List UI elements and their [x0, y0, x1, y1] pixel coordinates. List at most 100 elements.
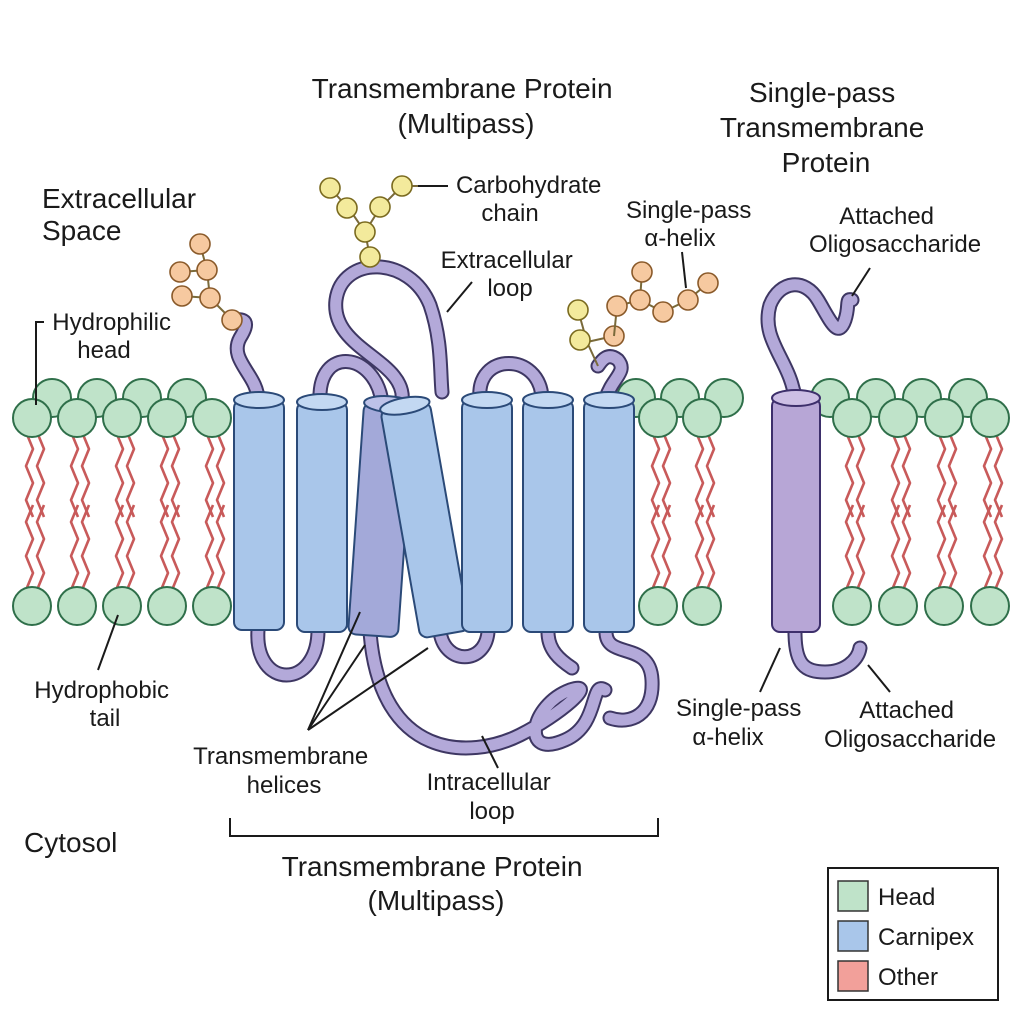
- title-top-line-1: Transmembrane Protein: [312, 73, 613, 104]
- extracellular-space-line-2: Space: [42, 215, 121, 246]
- single-pass-helix-top-line-2: α-helix: [644, 225, 715, 252]
- lipid-head: [12, 586, 52, 626]
- lipid-head: [57, 586, 97, 626]
- lipid-head: [147, 586, 187, 626]
- lipid-tail: [159, 431, 170, 518]
- lipid-tail: [650, 431, 661, 518]
- lipid-tail: [114, 431, 125, 518]
- lipid-tail: [159, 504, 170, 591]
- lipid-head: [57, 398, 97, 438]
- lipid-tail: [855, 431, 866, 518]
- lipid-head: [924, 586, 964, 626]
- lipid-tail: [694, 504, 705, 591]
- lipid-head: [682, 398, 722, 438]
- lipid-tail: [947, 504, 958, 591]
- carbohydrate-chains: [169, 175, 719, 367]
- hydrophilic-head-line-1: Hydrophilic: [52, 309, 171, 336]
- legend: Head Carnipex Other: [827, 867, 999, 1001]
- carbohydrate-chain-line-2: chain: [481, 200, 538, 227]
- lipid-tail: [982, 431, 993, 518]
- lipid-tail: [80, 504, 91, 591]
- lipid-head: [192, 586, 232, 626]
- legend-label-carnipex: Carnipex: [878, 924, 974, 951]
- carbohydrate-chain-right-orange: [606, 261, 719, 337]
- title-bottom-line-1: Transmembrane Protein: [282, 851, 583, 882]
- single-pass-helix-bottom-line-2: α-helix: [692, 724, 763, 751]
- lipid-tail: [204, 431, 215, 518]
- lipid-tail: [890, 504, 901, 591]
- attached-oligosaccharide-bottom-label: Attached Oligosaccharide: [824, 697, 996, 753]
- title-single-line-2: Transmembrane: [720, 112, 924, 143]
- title-top-line-2: (Multipass): [398, 108, 535, 139]
- lipid-tail: [69, 504, 80, 591]
- single-pass-helix-bottom-label: Single-pass α-helix: [676, 695, 808, 751]
- lipid-tail: [993, 504, 1004, 591]
- transmembrane-helices-label: Transmembrane helices: [193, 743, 375, 799]
- transmembrane-helices-line-2: helices: [247, 772, 322, 799]
- lipid-tail: [125, 431, 136, 518]
- lipid-tail: [844, 504, 855, 591]
- lipid-tail: [661, 504, 672, 591]
- helix-1: [233, 391, 285, 631]
- lipid-tail: [35, 504, 46, 591]
- extracellular-loop-line-1: Extracellular: [441, 247, 573, 274]
- lipid-tail: [24, 431, 35, 518]
- cytosol-label: Cytosol: [24, 827, 117, 858]
- lipid-tail: [901, 504, 912, 591]
- lipid-head: [878, 398, 918, 438]
- transmembrane-helices-line-1: Transmembrane: [193, 743, 368, 770]
- helix-7: [583, 391, 635, 633]
- title-bottom-line-2: (Multipass): [368, 885, 505, 916]
- lipid-head: [638, 586, 678, 626]
- text-labels: Transmembrane Protein (Multipass) Single…: [24, 73, 996, 916]
- extracellular-space-line-1: Extracellular: [42, 183, 196, 214]
- lipid-tail: [170, 431, 181, 518]
- lipid-tail: [114, 504, 125, 591]
- lipid-tail: [69, 431, 80, 518]
- legend-label-other: Other: [878, 964, 938, 991]
- legend-label-head: Head: [878, 884, 935, 911]
- carbohydrate-chain-left: [169, 233, 243, 331]
- lipid-tail: [844, 431, 855, 518]
- lipid-head: [12, 398, 52, 438]
- lipid-tail: [204, 504, 215, 591]
- title-single-line-3: Protein: [782, 147, 871, 178]
- legend-swatch-other: [837, 960, 869, 992]
- title-top: Transmembrane Protein (Multipass): [312, 73, 621, 139]
- attached-oligo-top-line-1: Attached: [839, 203, 934, 230]
- helix-6: [522, 391, 574, 633]
- lipid-head: [832, 398, 872, 438]
- lipid-head: [970, 586, 1010, 626]
- leader-lines: [35, 185, 891, 837]
- lipid-tail: [170, 504, 181, 591]
- lipid-tail: [993, 431, 1004, 518]
- single-pass-helix-top-line-1: Single-pass: [626, 197, 751, 224]
- polypeptide-chain: [224, 259, 868, 756]
- intracellular-loop-line-1: Intracellular: [427, 769, 551, 796]
- single-pass-helix: [771, 389, 821, 633]
- carbohydrate-chain-label: Carbohydrate chain: [456, 172, 608, 227]
- attached-oligosaccharide-top-label: Attached Oligosaccharide: [809, 203, 981, 258]
- carbohydrate-chain-line-1: Carbohydrate: [456, 172, 601, 199]
- attached-oligo-bottom-line-2: Oligosaccharide: [824, 726, 996, 753]
- lipid-tail: [215, 504, 226, 591]
- extracellular-space-label: Extracellular Space: [42, 183, 204, 246]
- lipid-tail: [80, 431, 91, 518]
- lipid-tail: [705, 504, 716, 591]
- lipid-head: [147, 398, 187, 438]
- single-pass-helix-top-label: Single-pass α-helix: [626, 197, 758, 252]
- hydrophobic-tail-line-1: Hydrophobic: [34, 677, 169, 704]
- attached-oligo-top-line-2: Oligosaccharide: [809, 231, 981, 258]
- helix-2: [296, 393, 348, 633]
- hydrophobic-tail-line-2: tail: [90, 705, 121, 732]
- intracellular-loop-label: Intracellular loop: [427, 769, 558, 825]
- lipid-head: [832, 586, 872, 626]
- lipid-tail: [215, 431, 226, 518]
- legend-swatch-carnipex: [837, 920, 869, 952]
- lipid-tail: [855, 504, 866, 591]
- lipid-tail: [705, 431, 716, 518]
- carbohydrate-chain-center: [319, 175, 420, 268]
- lipid-tail: [936, 431, 947, 518]
- title-bottom: Transmembrane Protein (Multipass): [282, 851, 591, 916]
